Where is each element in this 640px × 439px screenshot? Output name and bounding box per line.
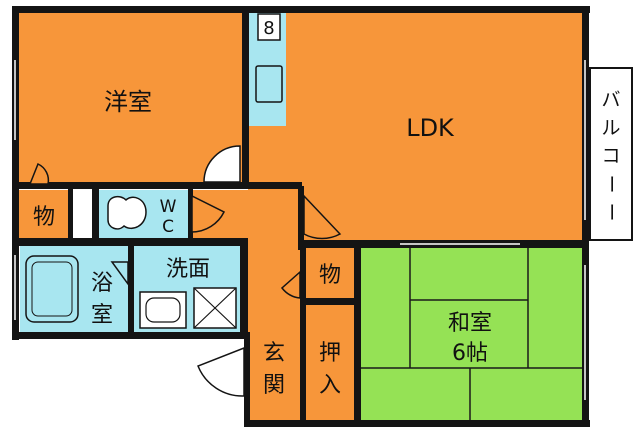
entrance-label-1: 玄 <box>263 341 285 366</box>
tatami-lines <box>360 248 582 422</box>
toilet-icon <box>107 195 147 230</box>
fridge-box <box>257 13 281 41</box>
balcony-label-4: ー <box>600 174 622 193</box>
windows <box>14 60 586 400</box>
western-room-floor <box>18 12 244 185</box>
japanese-room-floor <box>360 248 582 422</box>
kitchen-sink <box>255 65 283 103</box>
bathtub-icon <box>25 255 79 323</box>
balcony-label-2: ル <box>601 117 620 139</box>
balcony-label-3: コ <box>601 145 620 167</box>
doors <box>28 145 342 397</box>
balcony-area <box>589 67 633 241</box>
storage-mid-floor <box>304 248 356 298</box>
japanese-room-label-1: 和室 <box>448 311 492 336</box>
entrance-floor <box>248 332 300 422</box>
storage-mid-label: 物 <box>319 263 341 288</box>
storage-left-floor <box>18 190 68 238</box>
storage-left-label: 物 <box>33 205 55 230</box>
closet-label-1: 押 <box>319 341 341 366</box>
wc-label-c: C <box>162 217 174 237</box>
western-room-label: 洋室 <box>104 88 152 116</box>
ldk-label: LDK <box>406 114 455 142</box>
fridge-mark: 8 <box>263 18 274 39</box>
japanese-room-label-2: 6帖 <box>452 341 488 366</box>
wc-label-w: W <box>160 197 177 217</box>
bath-label-2: 室 <box>91 303 113 328</box>
closet-label-2: 入 <box>319 373 341 398</box>
closet-floor <box>304 304 356 422</box>
bath-label-1: 浴 <box>91 271 113 296</box>
balcony-label-5: ー <box>600 202 622 221</box>
balcony-label-1: バ <box>601 89 620 111</box>
washroom-label: 洗面 <box>166 257 210 282</box>
entrance-label-2: 関 <box>263 373 285 398</box>
